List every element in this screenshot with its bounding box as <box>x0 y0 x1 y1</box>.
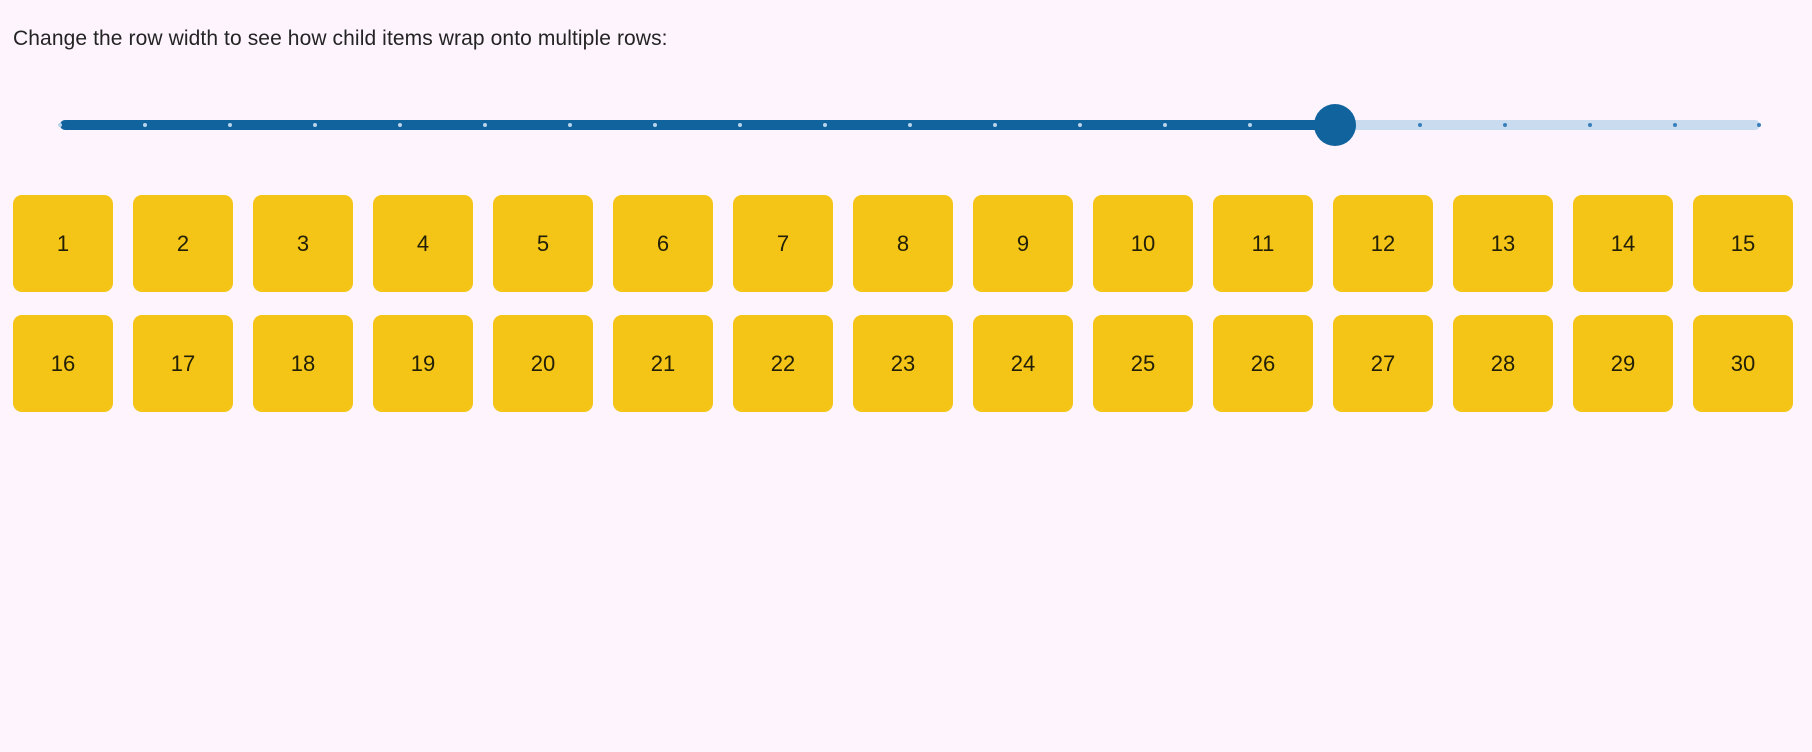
wrap-tile: 9 <box>973 195 1073 292</box>
wrap-tile: 20 <box>493 315 593 412</box>
wrap-tile: 18 <box>253 315 353 412</box>
wrap-tile: 5 <box>493 195 593 292</box>
wrap-tile: 11 <box>1213 195 1313 292</box>
page-caption: Change the row width to see how child it… <box>13 27 668 50</box>
slider-thumb[interactable] <box>1314 104 1356 146</box>
row-width-slider[interactable] <box>58 103 1761 147</box>
wrap-tile: 15 <box>1693 195 1793 292</box>
wrap-tile: 24 <box>973 315 1073 412</box>
wrap-tile: 25 <box>1093 315 1193 412</box>
wrap-tile: 4 <box>373 195 473 292</box>
wrap-tile: 12 <box>1333 195 1433 292</box>
wrap-tile: 1 <box>13 195 113 292</box>
wrap-tile: 7 <box>733 195 833 292</box>
wrap-tile: 22 <box>733 315 833 412</box>
wrap-tile: 6 <box>613 195 713 292</box>
wrap-tile: 26 <box>1213 315 1313 412</box>
wrap-tile: 14 <box>1573 195 1673 292</box>
wrap-tile: 23 <box>853 315 953 412</box>
slider-track[interactable] <box>60 120 1760 130</box>
wrap-tile: 13 <box>1453 195 1553 292</box>
wrap-tile: 30 <box>1693 315 1793 412</box>
wrap-tile: 19 <box>373 315 473 412</box>
wrap-tile: 2 <box>133 195 233 292</box>
wrap-tile: 27 <box>1333 315 1433 412</box>
wrap-tile: 28 <box>1453 315 1553 412</box>
wrap-tile: 8 <box>853 195 953 292</box>
slider-fill <box>60 120 1335 130</box>
wrap-tile: 3 <box>253 195 353 292</box>
wrap-tile: 29 <box>1573 315 1673 412</box>
wrap-tile: 21 <box>613 315 713 412</box>
wrap-tile: 10 <box>1093 195 1193 292</box>
wrap-tile: 17 <box>133 315 233 412</box>
wrap-tile: 16 <box>13 315 113 412</box>
